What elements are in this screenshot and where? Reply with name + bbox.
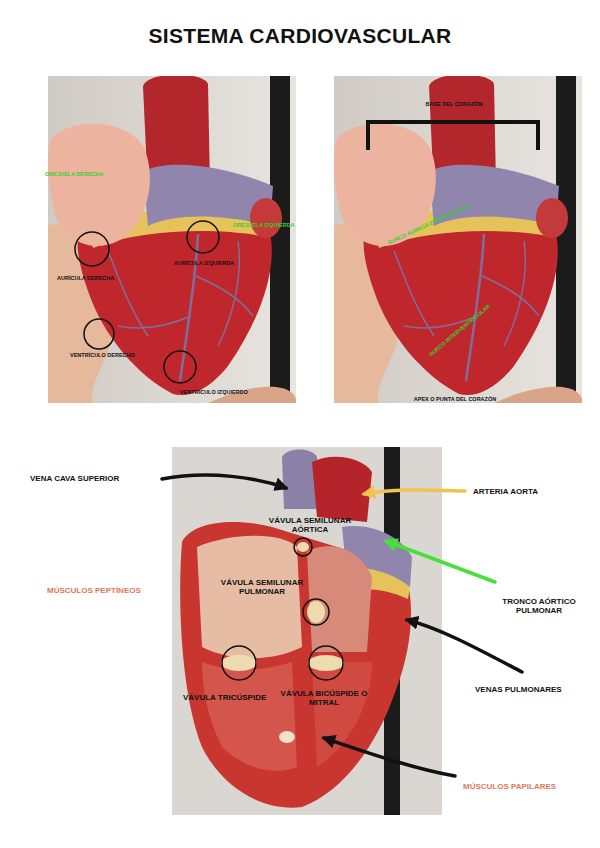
highlight-circle bbox=[309, 646, 343, 680]
part-label: MÚSCULOS PAPILARES bbox=[463, 782, 556, 791]
part-label: VENTRÍCULO IZQUIERDO bbox=[180, 389, 248, 395]
papillary-muscle bbox=[279, 731, 295, 743]
part-label: MÚSCULOS PEPTÍNEOS bbox=[47, 586, 141, 595]
highlight-circle bbox=[222, 646, 256, 680]
highlight-circles bbox=[222, 538, 343, 680]
part-label: SURCO INTERVENTRICULAR bbox=[428, 303, 491, 357]
leader-arrow bbox=[162, 475, 286, 488]
part-label: SURCO AURICULOVENTRICULAR bbox=[387, 202, 471, 246]
heart-wall bbox=[180, 522, 411, 808]
highlight-circles bbox=[75, 221, 219, 383]
highlight-circle bbox=[187, 221, 219, 253]
highlight-circle bbox=[303, 599, 329, 625]
part-label: APEX O PUNTA DEL CORAZÓN bbox=[414, 396, 496, 402]
part-label: VÁVULA TRICÚSPIDE bbox=[183, 693, 266, 702]
aorta bbox=[312, 457, 372, 522]
part-label: VENA CAVA SUPERIOR bbox=[30, 474, 119, 483]
valve bbox=[307, 601, 325, 623]
part-label: OREJUELA IZQUIERDA bbox=[233, 222, 295, 228]
part-label: VÁVULA SEMILUNAR AÓRTICA bbox=[264, 516, 356, 534]
page-title: SISTEMA CARDIOVASCULAR bbox=[0, 24, 600, 48]
highlight-circle bbox=[294, 538, 312, 556]
leader-arrow bbox=[324, 738, 455, 776]
leader-arrow bbox=[364, 490, 465, 494]
valve bbox=[297, 542, 309, 552]
part-label: VÁVULA SEMILUNAR PULMONAR bbox=[216, 578, 308, 596]
part-label: VÁVULA BICÚSPIDE O MITRAL bbox=[278, 689, 370, 707]
part-label: TRONCO AÓRTICO PULMONAR bbox=[489, 597, 589, 615]
valve bbox=[308, 655, 344, 671]
leader-arrow bbox=[386, 541, 495, 582]
bracket bbox=[368, 122, 538, 150]
part-label: BASE DEL CORAZÓN bbox=[425, 101, 482, 107]
valve bbox=[221, 655, 257, 671]
part-label: VENTRÍCULO DERECHO bbox=[70, 352, 135, 358]
leader-arrow bbox=[407, 620, 522, 672]
part-label: AURÍCULA DERECHA bbox=[57, 275, 114, 281]
part-label: ARTERIA AORTA bbox=[473, 487, 538, 496]
part-label: VENAS PULMONARES bbox=[475, 685, 562, 694]
vena-cava bbox=[282, 450, 317, 510]
heart-section-photo bbox=[172, 447, 442, 815]
part-label: OREJUELA DERECHA bbox=[45, 171, 103, 177]
highlight-circle bbox=[164, 351, 196, 383]
heart-photo bbox=[333, 74, 582, 403]
right-atrium bbox=[197, 536, 302, 659]
highlight-circle bbox=[84, 319, 114, 349]
heart-photo bbox=[47, 74, 296, 403]
photo-background bbox=[172, 447, 442, 815]
leader-arrows bbox=[162, 475, 522, 776]
right-ventricle bbox=[202, 662, 297, 771]
highlight-circle bbox=[75, 232, 109, 266]
part-label: AURÍCULA IZQUIERDA bbox=[174, 260, 234, 266]
